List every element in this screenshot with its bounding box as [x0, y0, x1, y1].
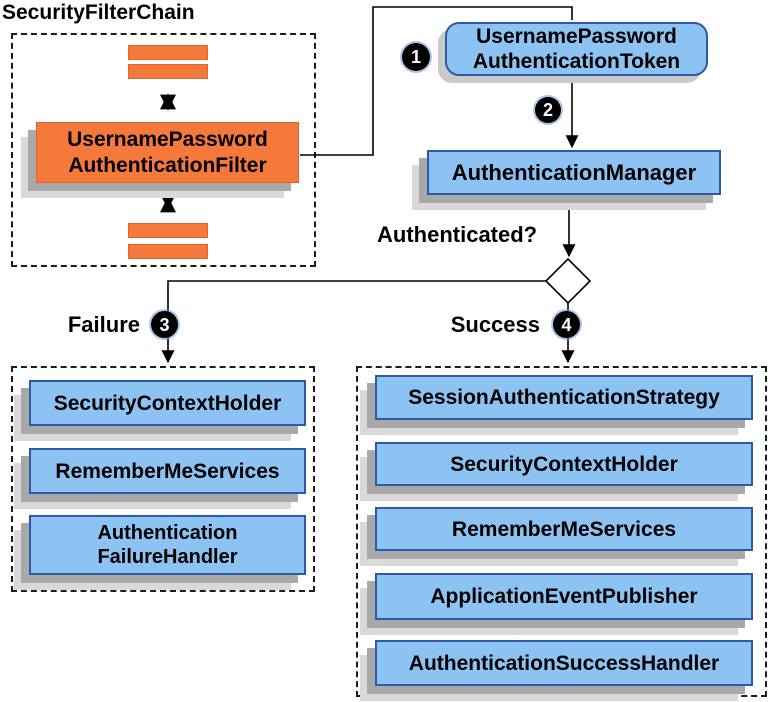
authentication-success-handler-node: AuthenticationSuccessHandler	[375, 640, 753, 686]
step-2-badge: 2	[535, 97, 561, 123]
success-handlers-box	[356, 366, 767, 697]
authentication-failure-handler-node: Authentication FailureHandler	[29, 515, 306, 575]
username-password-authentication-token-node: UsernamePassword AuthenticationToken	[445, 22, 708, 76]
step-4-badge: 4	[553, 311, 580, 338]
remember-me-services-node: RememberMeServices	[29, 448, 306, 494]
remember-me-services-node: RememberMeServices	[375, 507, 753, 551]
username-password-authentication-filter-node: UsernamePassword AuthenticationFilter	[36, 122, 299, 183]
filter-placeholder-bar	[128, 64, 208, 79]
decision-diamond	[544, 257, 592, 305]
filter-placeholder-bar	[128, 223, 208, 238]
filter-placeholder-bar	[128, 45, 208, 60]
application-event-publisher-node: ApplicationEventPublisher	[375, 573, 753, 620]
failure-handlers-box	[11, 366, 315, 592]
authenticated-question-label: Authenticated?	[377, 222, 538, 247]
step-1-badge: 1	[402, 43, 430, 71]
page-title: SecurityFilterChain	[2, 1, 195, 24]
security-filter-chain-box	[11, 33, 316, 267]
success-label: Success	[450, 312, 540, 337]
session-authentication-strategy-node: SessionAuthenticationStrategy	[375, 375, 753, 420]
filter-placeholder-bar	[128, 244, 208, 259]
authentication-manager-node: AuthenticationManager	[427, 150, 721, 195]
security-context-holder-node: SecurityContextHolder	[29, 380, 306, 426]
connector-filter-to-token	[300, 6, 573, 156]
security-context-holder-node: SecurityContextHolder	[375, 442, 753, 486]
failure-label: Failure	[67, 312, 140, 337]
step-3-badge: 3	[151, 311, 178, 338]
